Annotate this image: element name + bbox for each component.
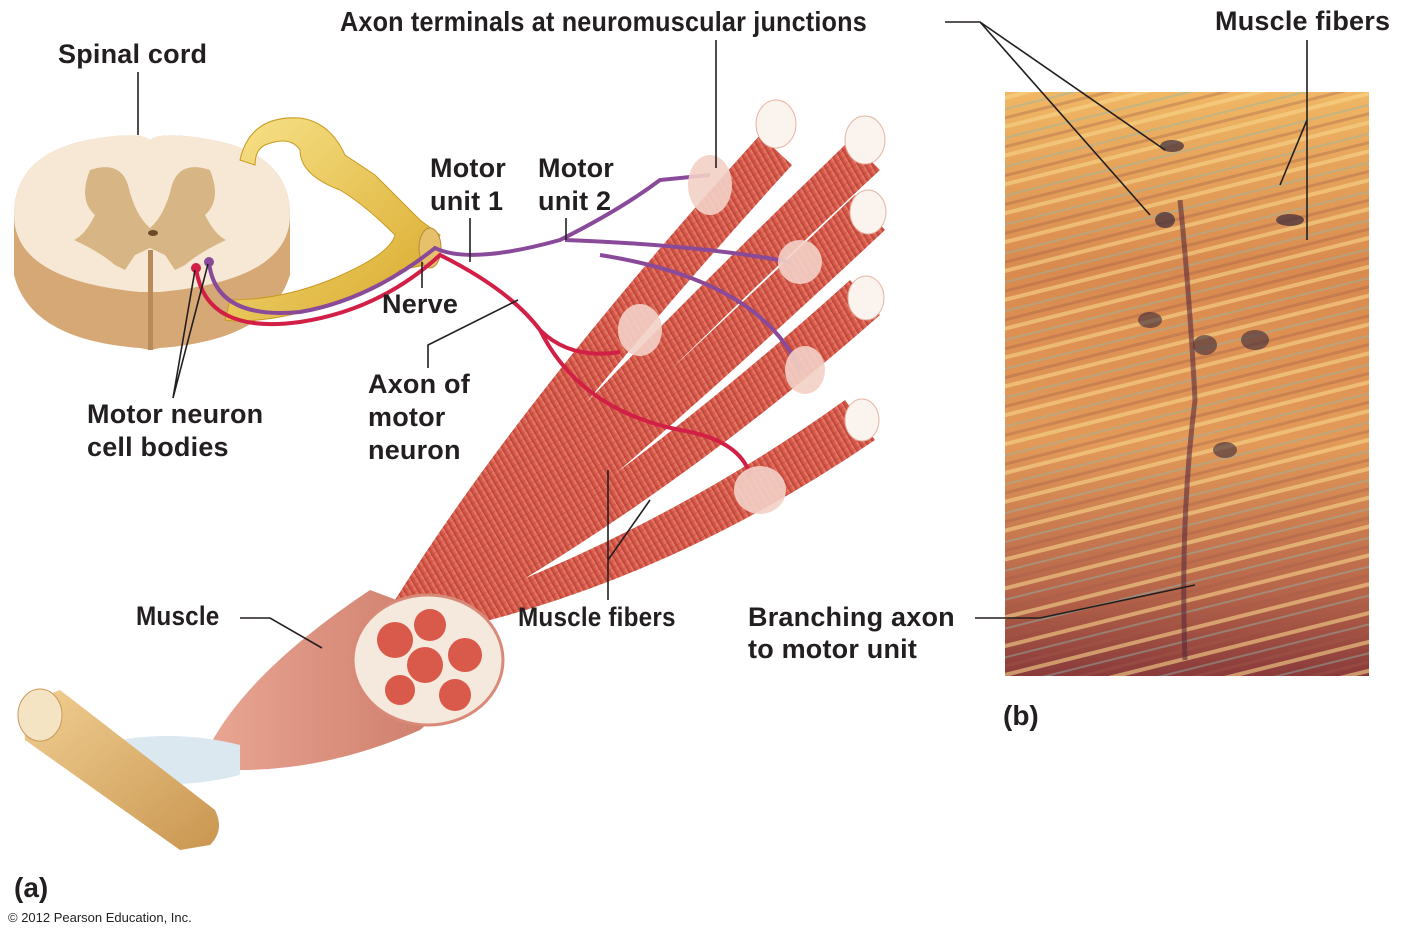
fiber-end (844, 398, 880, 442)
leader-motor-neuron-cell-bodies (172, 263, 209, 399)
fiber-end (849, 189, 887, 235)
anterior-fissure (148, 250, 153, 350)
leader-branching-axon (975, 584, 1196, 619)
whole-muscle (210, 590, 505, 770)
panel-b-tag: (b) (1003, 700, 1039, 731)
muscle-fiber (415, 400, 875, 630)
leader-lines (137, 21, 1308, 649)
axon-terminals (618, 155, 825, 514)
fiber-end (755, 99, 797, 149)
spinal-cord (14, 135, 290, 350)
central-canal (148, 230, 158, 236)
leader-axon-terminals-photo (945, 21, 1166, 216)
muscle-fiber (395, 135, 792, 610)
label-muscle-fibers-photo: Muscle fibers (1215, 6, 1391, 36)
white-matter (14, 135, 290, 292)
motor-unit-2-axon (207, 173, 711, 315)
label-muscle: Muscle (136, 601, 220, 631)
micrograph (1005, 92, 1369, 676)
copyright-notice: © 2012 Pearson Education, Inc. (8, 910, 192, 925)
fiber-end (847, 275, 885, 321)
label-axon-terminals: Axon terminals at neuromuscular junction… (340, 6, 867, 37)
leader-muscle (240, 617, 323, 649)
bone (17, 688, 219, 850)
leader-muscle-fibers-drawing (607, 470, 651, 600)
leader-muscle-fibers-photo (1279, 40, 1308, 240)
label-nerve: Nerve (382, 289, 459, 319)
motor-unit-2-axon-branches (564, 238, 802, 371)
muscle-fiber (410, 280, 880, 625)
label-muscle-fibers-drawing: Muscle fibers (518, 602, 676, 632)
label-spinal-cord: Spinal cord (58, 39, 208, 69)
fiber-end (844, 115, 886, 165)
muscle-fiber (405, 195, 885, 620)
motor-unit-1-axon (194, 252, 752, 476)
gray-matter (74, 167, 226, 270)
leader-axon-of-motor-neuron (427, 299, 519, 368)
panel-a-tag: (a) (14, 872, 49, 903)
